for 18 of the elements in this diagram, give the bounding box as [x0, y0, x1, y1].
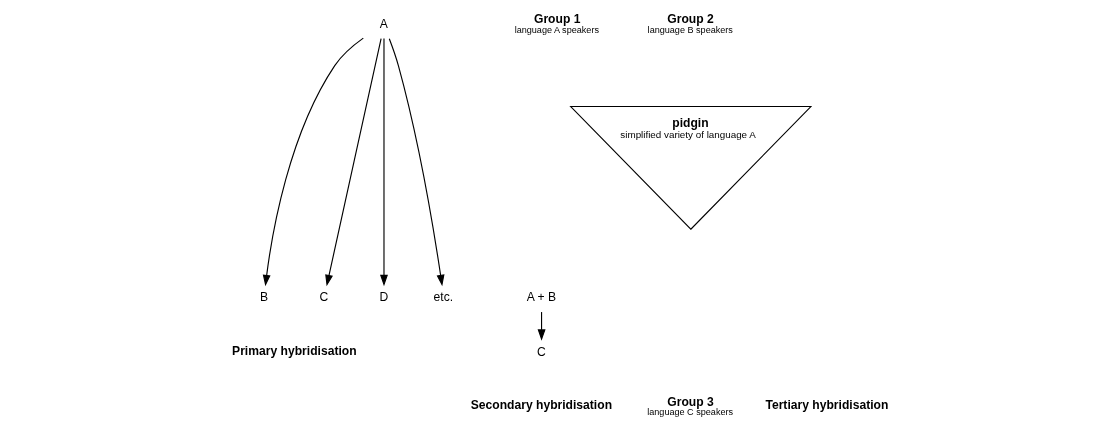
- node-text: C: [319, 290, 328, 305]
- node-text: A: [379, 16, 388, 31]
- label: Group 2: [666, 12, 714, 27]
- arrow: [379, 38, 388, 287]
- arrow: [324, 38, 382, 287]
- node-text: etc.: [433, 290, 453, 305]
- arrow: [388, 38, 444, 287]
- label: Tertiary hybridisation: [764, 398, 888, 413]
- label: Group 1: [533, 12, 580, 27]
- label: Primary hybridisation: [231, 343, 357, 358]
- label: language C speakers: [646, 407, 733, 418]
- node-text: A + B: [526, 290, 556, 305]
- node-text: D: [378, 290, 388, 305]
- label: Secondary hybridisation: [470, 398, 612, 413]
- arrow: [262, 37, 364, 287]
- label: Group 3: [666, 394, 714, 409]
- node-text: C: [536, 344, 546, 359]
- node-text: B: [259, 290, 268, 305]
